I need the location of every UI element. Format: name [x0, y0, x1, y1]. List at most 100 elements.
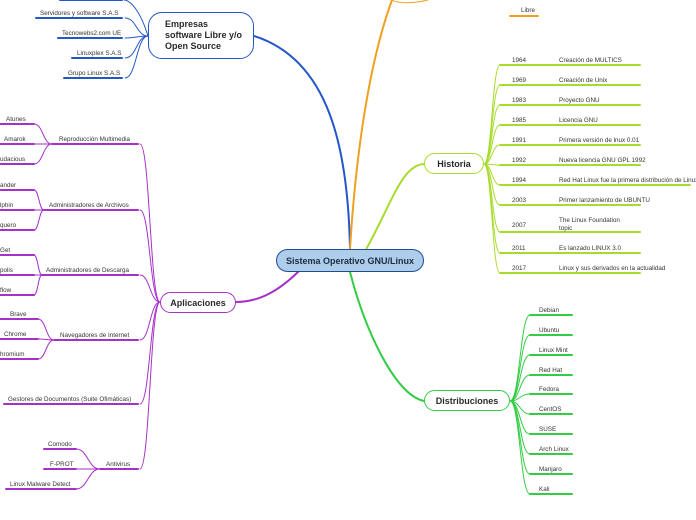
distro-item[interactable]: Red Hat	[539, 367, 563, 374]
app-leaf[interactable]: Linux Malware Detect	[10, 481, 71, 488]
topic-aplicaciones-label: Aplicaciones	[170, 297, 226, 308]
historia-event[interactable]: The Linux Foundation topic	[559, 217, 620, 232]
app-group-label[interactable]: Reproducción Multimedia	[59, 136, 131, 143]
empresa-item[interactable]: Linuxplex S.A.S	[77, 50, 122, 57]
link-app-leaf	[37, 339, 55, 360]
historia-event[interactable]: Linux y sus derivados en la actualidad	[559, 265, 666, 272]
app-leaf[interactable]: Get	[0, 247, 11, 254]
topic-empresas[interactable]: Empresas software Libre y/o Open Source	[148, 12, 254, 59]
distro-item[interactable]: CentOS	[539, 406, 562, 413]
link-app-group	[139, 301, 161, 470]
link-app-leaf	[33, 209, 45, 231]
empresa-item[interactable]: Grupo Linux S.A.S	[68, 70, 121, 77]
link-historia-row	[483, 84, 501, 165]
link-app-leaf	[33, 143, 53, 165]
link-root-aplicaciones	[235, 269, 301, 303]
historia-event[interactable]: Licencia GNU	[559, 117, 598, 124]
historia-event[interactable]: Primer lanzamiento de UBUNTU	[559, 197, 650, 204]
historia-year: 1994	[512, 177, 527, 184]
app-leaf[interactable]: Atunes	[6, 116, 26, 123]
distro-item[interactable]: Debian	[539, 307, 559, 314]
topic-historia[interactable]: Historia	[424, 153, 484, 174]
empresa-item[interactable]: Tecnowebs2.com UE	[62, 30, 122, 37]
app-leaf[interactable]: ander	[0, 182, 17, 189]
historia-event[interactable]: Primera versión de lnux 0.01	[559, 137, 640, 144]
link-app-group	[139, 301, 161, 405]
topic-historia-label: Historia	[437, 158, 471, 169]
app-leaf[interactable]: Brave	[10, 311, 27, 318]
distro-item[interactable]: Ubuntu	[539, 327, 560, 334]
distro-item[interactable]: SUSE	[539, 426, 557, 433]
link-root-distribuciones	[349, 271, 425, 402]
link-empresa-item	[124, 35, 149, 59]
historia-year: 2017	[512, 265, 527, 272]
libre-item[interactable]: Libre	[521, 7, 536, 14]
app-leaf[interactable]: quero	[0, 222, 17, 229]
link-app-leaf	[33, 254, 43, 276]
app-group-label[interactable]: Gestores de Documentos (Suite Ofimáticas…	[8, 396, 132, 403]
link-app-leaf	[37, 318, 55, 341]
app-leaf[interactable]: Comodo	[48, 441, 72, 448]
link-historia-row	[483, 163, 501, 274]
empresa-item[interactable]: Servidores y software S.A.S	[40, 10, 119, 17]
link-app-leaf	[75, 448, 101, 470]
link-app-group	[139, 143, 161, 303]
app-leaf[interactable]: Amarok	[4, 136, 26, 143]
distro-item[interactable]: Linux Mint	[539, 347, 568, 354]
link-app-leaf	[33, 123, 53, 145]
historia-event[interactable]: Proyecto GNU	[559, 97, 600, 104]
app-leaf[interactable]: hromium	[0, 351, 25, 358]
historia-event[interactable]: Creación de MULTICS	[559, 57, 622, 64]
central-topic[interactable]: Sistema Operativo GNU/Linux	[276, 249, 424, 272]
historia-year: 2007	[512, 222, 527, 229]
topic-empresas-label: Empresas software Libre y/o Open Source	[165, 19, 243, 51]
link-libre	[391, 0, 429, 4]
historia-event[interactable]: Creación de Unix	[559, 77, 608, 84]
link-app-leaf	[75, 468, 101, 490]
historia-year: 1991	[512, 137, 527, 144]
link-empresa-item	[124, 35, 149, 79]
link-distro	[509, 334, 531, 402]
app-group-label[interactable]: Administradores de Archivos	[49, 202, 129, 209]
link-app-leaf	[33, 189, 45, 211]
link-app-group	[139, 274, 161, 303]
link-app-group	[139, 209, 161, 303]
app-group-label[interactable]: Navegadores de Internet	[60, 332, 130, 339]
app-group-label[interactable]: Antivirus	[106, 461, 131, 468]
distro-item[interactable]: Manjaro	[539, 466, 562, 473]
distro-item[interactable]: Kali	[539, 486, 550, 493]
link-distro	[509, 374, 531, 402]
app-leaf[interactable]: Chrome	[4, 331, 27, 338]
historia-event[interactable]: Red Hat Linux fue la primera distribució…	[559, 177, 696, 184]
topic-aplicaciones[interactable]: Aplicaciones	[160, 292, 236, 313]
app-leaf[interactable]: flow	[0, 287, 12, 294]
topic-distribuciones-label: Distribuciones	[435, 395, 499, 406]
link-distro	[509, 354, 531, 402]
distro-item[interactable]: Arch Linux	[539, 446, 569, 453]
historia-event[interactable]: Nueva licencia GNU GPL 1992	[559, 157, 646, 164]
app-leaf[interactable]: polis	[0, 267, 13, 274]
topic-distribuciones[interactable]: Distribuciones	[424, 390, 510, 411]
historia-event[interactable]: Es lanzado LINUX 3.0	[559, 245, 621, 252]
historia-year: 1992	[512, 157, 527, 164]
historia-year: 1964	[512, 57, 527, 64]
link-root-historia	[359, 163, 425, 261]
app-leaf[interactable]: lphin	[0, 202, 14, 209]
link-distro	[509, 400, 531, 475]
link-root-empresas	[253, 35, 351, 250]
historia-year: 1983	[512, 97, 527, 104]
link-historia-row	[483, 64, 501, 165]
link-empresa-item	[124, 17, 149, 37]
link-app-leaf	[33, 274, 43, 296]
historia-year: 1969	[512, 77, 527, 84]
link-historia-row	[483, 144, 501, 165]
distro-item[interactable]: Fedora	[539, 386, 559, 393]
app-group-label[interactable]: Administradores de Descarga	[46, 267, 129, 274]
app-leaf[interactable]: F-PROT	[50, 461, 74, 468]
app-leaf[interactable]: udacious	[0, 156, 26, 163]
link-empresa-top	[123, 0, 149, 37]
link-distro	[509, 400, 531, 495]
historia-year: 2011	[512, 245, 526, 252]
